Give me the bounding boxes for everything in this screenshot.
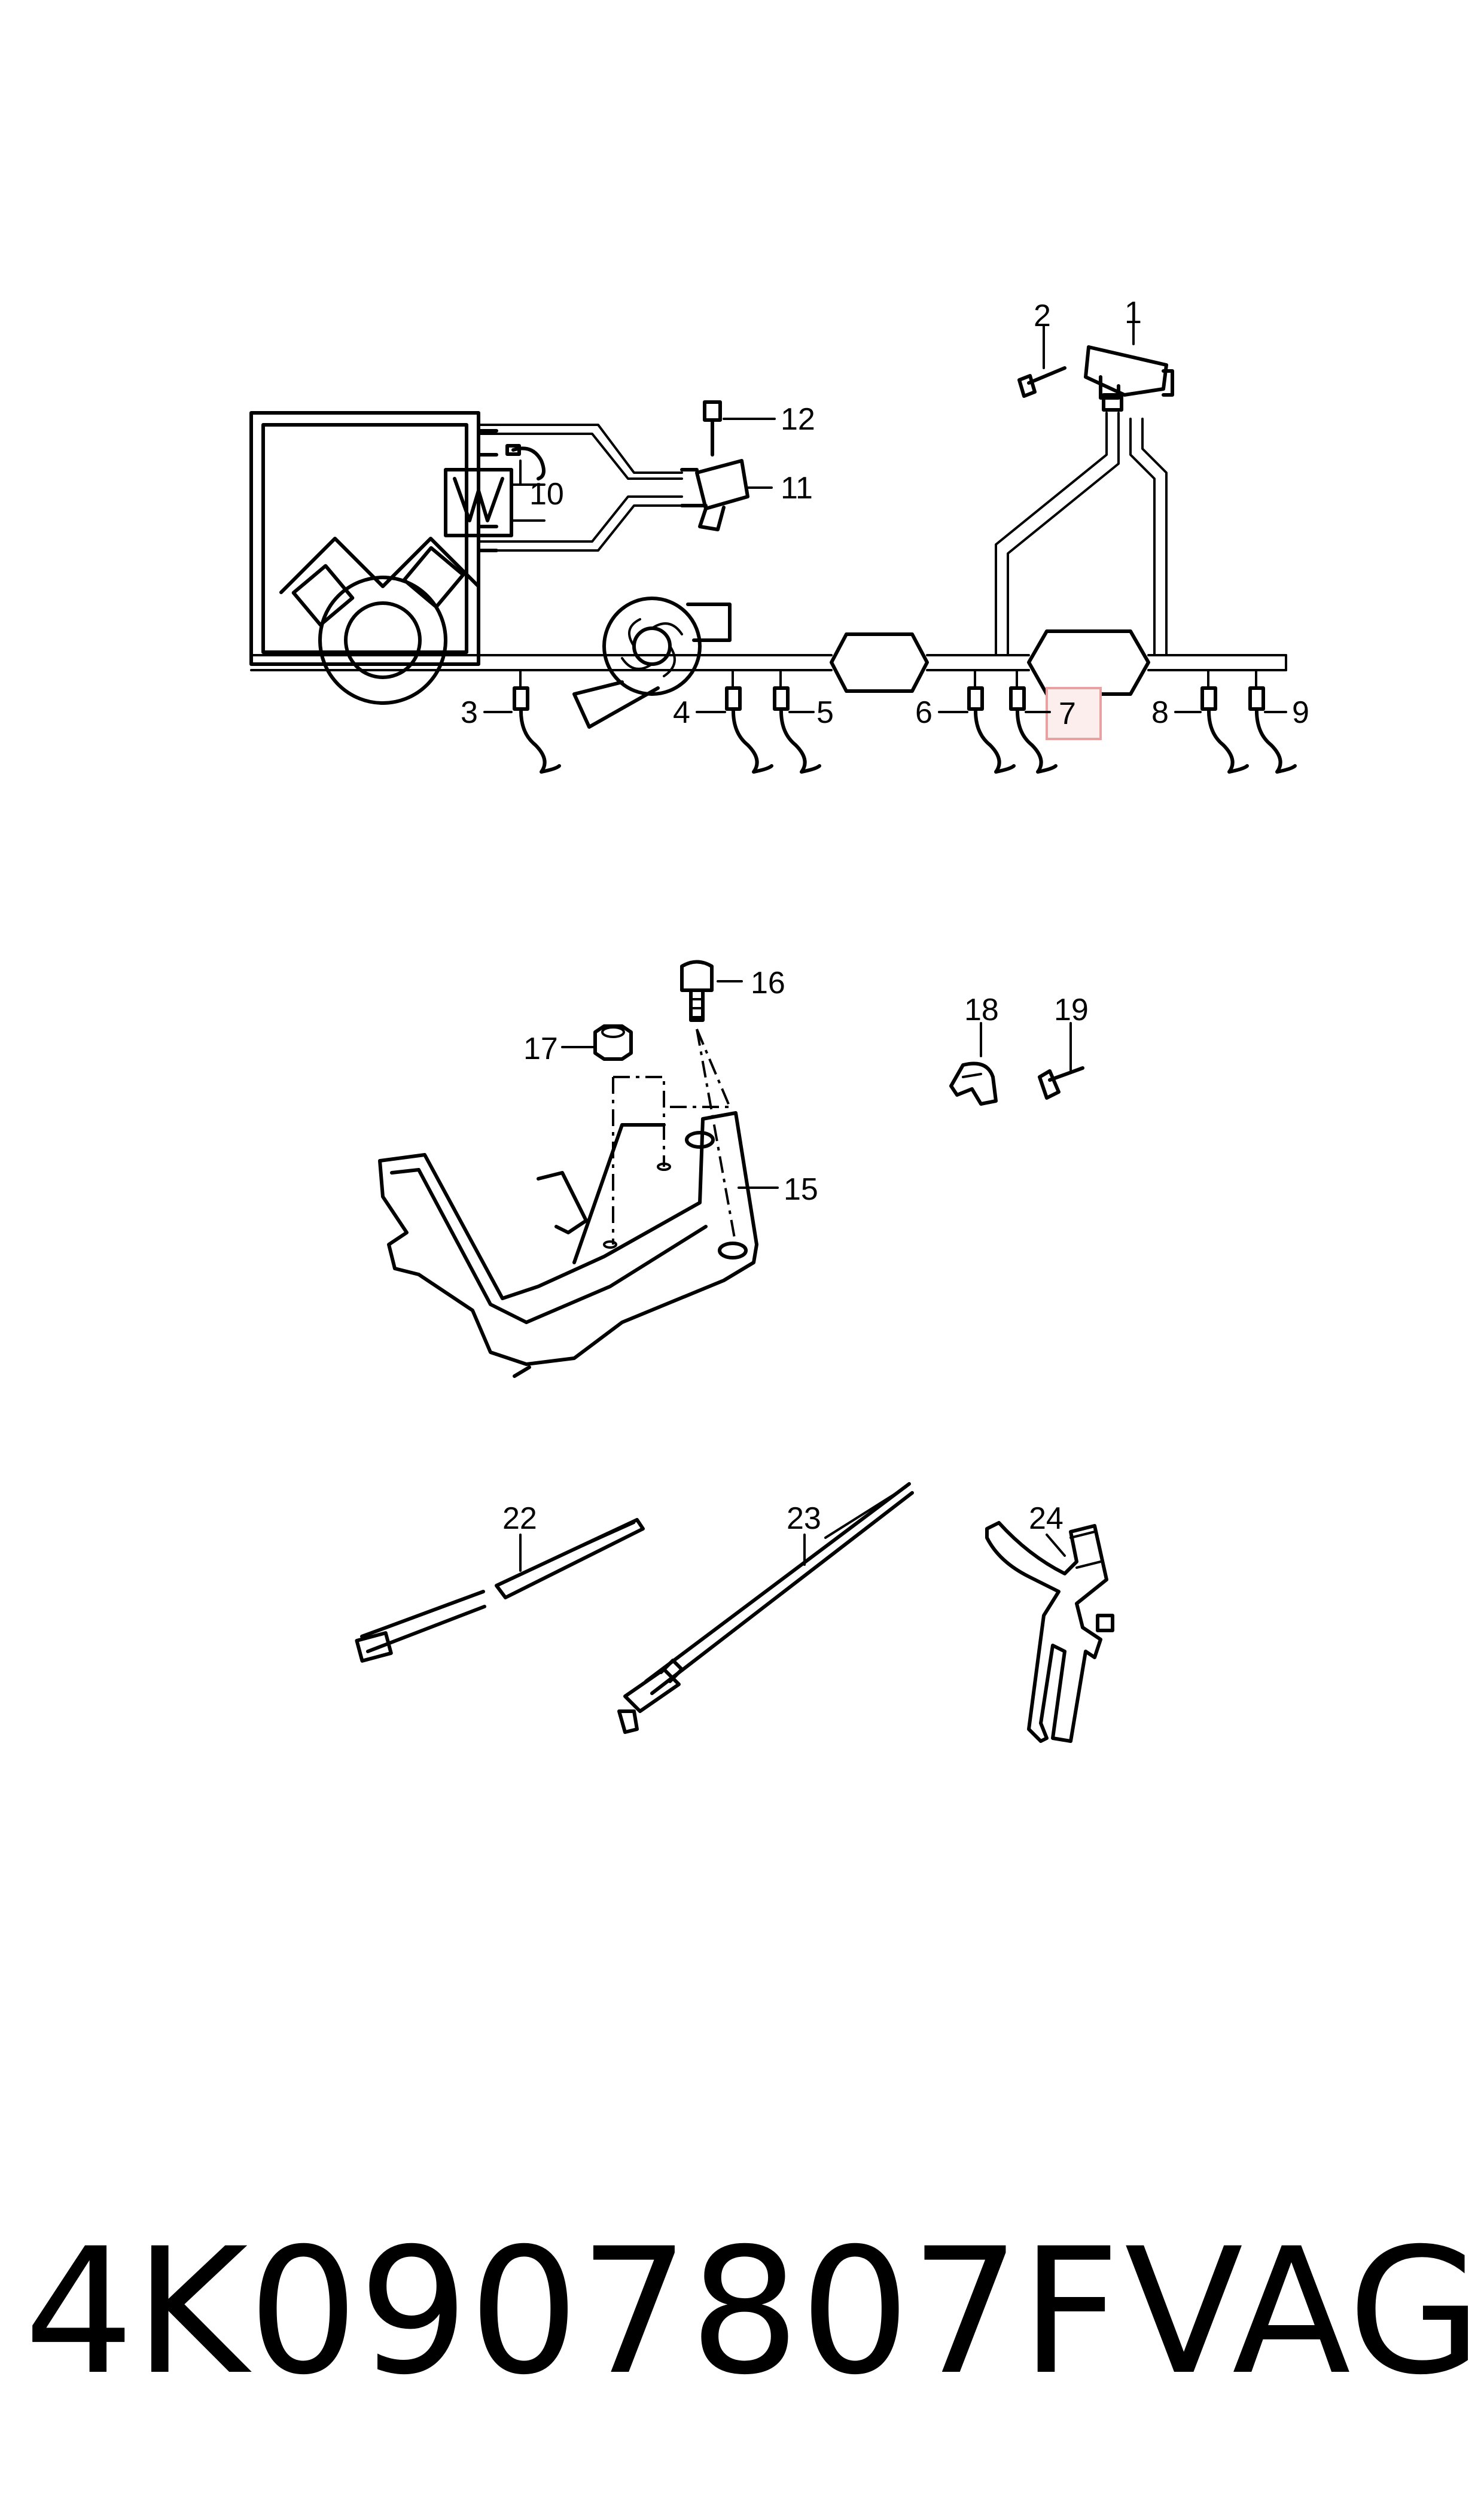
cable-tie-22-icon xyxy=(355,1518,645,1663)
hose-10-icon xyxy=(511,446,546,480)
holder-24-icon xyxy=(985,1521,1114,1743)
callout-18: 18 xyxy=(964,993,999,1027)
bolt-icon xyxy=(1017,366,1066,398)
mounting-bracket-icon xyxy=(378,1111,758,1378)
temperature-sensor-7-icon xyxy=(1009,669,1058,774)
nut-17-icon xyxy=(593,1024,633,1061)
brand-name: VAG xyxy=(1125,2211,1482,2413)
temperature-sensor-4-icon xyxy=(725,669,773,774)
differential-pressure-sensor-icon xyxy=(1084,345,1174,412)
turbocharger-icon xyxy=(572,597,732,729)
callout-10: 10 xyxy=(529,477,564,512)
bolt-16-icon xyxy=(680,960,714,1022)
catalytic-converter-1 xyxy=(830,632,929,693)
callout-24: 24 xyxy=(1029,1501,1064,1536)
callout-22: 22 xyxy=(502,1501,537,1536)
callout-2: 2 xyxy=(1034,299,1051,333)
callout-6: 6 xyxy=(915,695,933,730)
callout-8: 8 xyxy=(1151,695,1169,730)
exhaust-system-diagram: 1 2 12 11 10 3 4 5 6 7 8 9 xyxy=(249,296,1309,774)
temperature-sensor-5-icon xyxy=(773,669,821,774)
temperature-sensor-6-icon xyxy=(967,669,1016,774)
particulate-filter xyxy=(1027,629,1150,696)
callout-9: 9 xyxy=(1292,695,1309,730)
callout-3: 3 xyxy=(461,695,478,730)
highlight-box-7[interactable] xyxy=(1046,687,1102,740)
callout-23: 23 xyxy=(787,1501,821,1536)
part-number: 4K0907807F xyxy=(24,2211,1121,2413)
temperature-sensor-9-icon xyxy=(1248,669,1297,774)
fasteners-diagram: 22 23 24 xyxy=(355,1482,1114,1743)
engine-block-icon xyxy=(249,411,498,705)
callout-16: 16 xyxy=(751,966,785,1000)
callout-17: 17 xyxy=(523,1032,558,1066)
temperature-sensor-3-icon xyxy=(513,669,561,774)
callout-5: 5 xyxy=(816,695,834,730)
bolt-12-icon xyxy=(703,400,722,457)
callout-11: 11 xyxy=(781,471,813,506)
callout-7[interactable]: 7 xyxy=(1059,696,1076,731)
temperature-sensor-8-icon xyxy=(1200,669,1249,774)
bracket-assembly-diagram: 16 17 18 19 15 xyxy=(378,960,1089,1378)
cable-tie-23-icon xyxy=(617,1482,914,1734)
callout-19: 19 xyxy=(1054,993,1089,1027)
callout-12: 12 xyxy=(781,402,815,437)
clip-18-icon xyxy=(949,1061,998,1106)
pressure-converter-icon xyxy=(680,459,749,531)
pressure-sensor-box xyxy=(444,468,546,537)
screw-19-icon xyxy=(1038,1066,1084,1100)
callout-15: 15 xyxy=(784,1172,818,1207)
callout-1: 1 xyxy=(1125,296,1142,330)
callout-4: 4 xyxy=(673,695,690,730)
